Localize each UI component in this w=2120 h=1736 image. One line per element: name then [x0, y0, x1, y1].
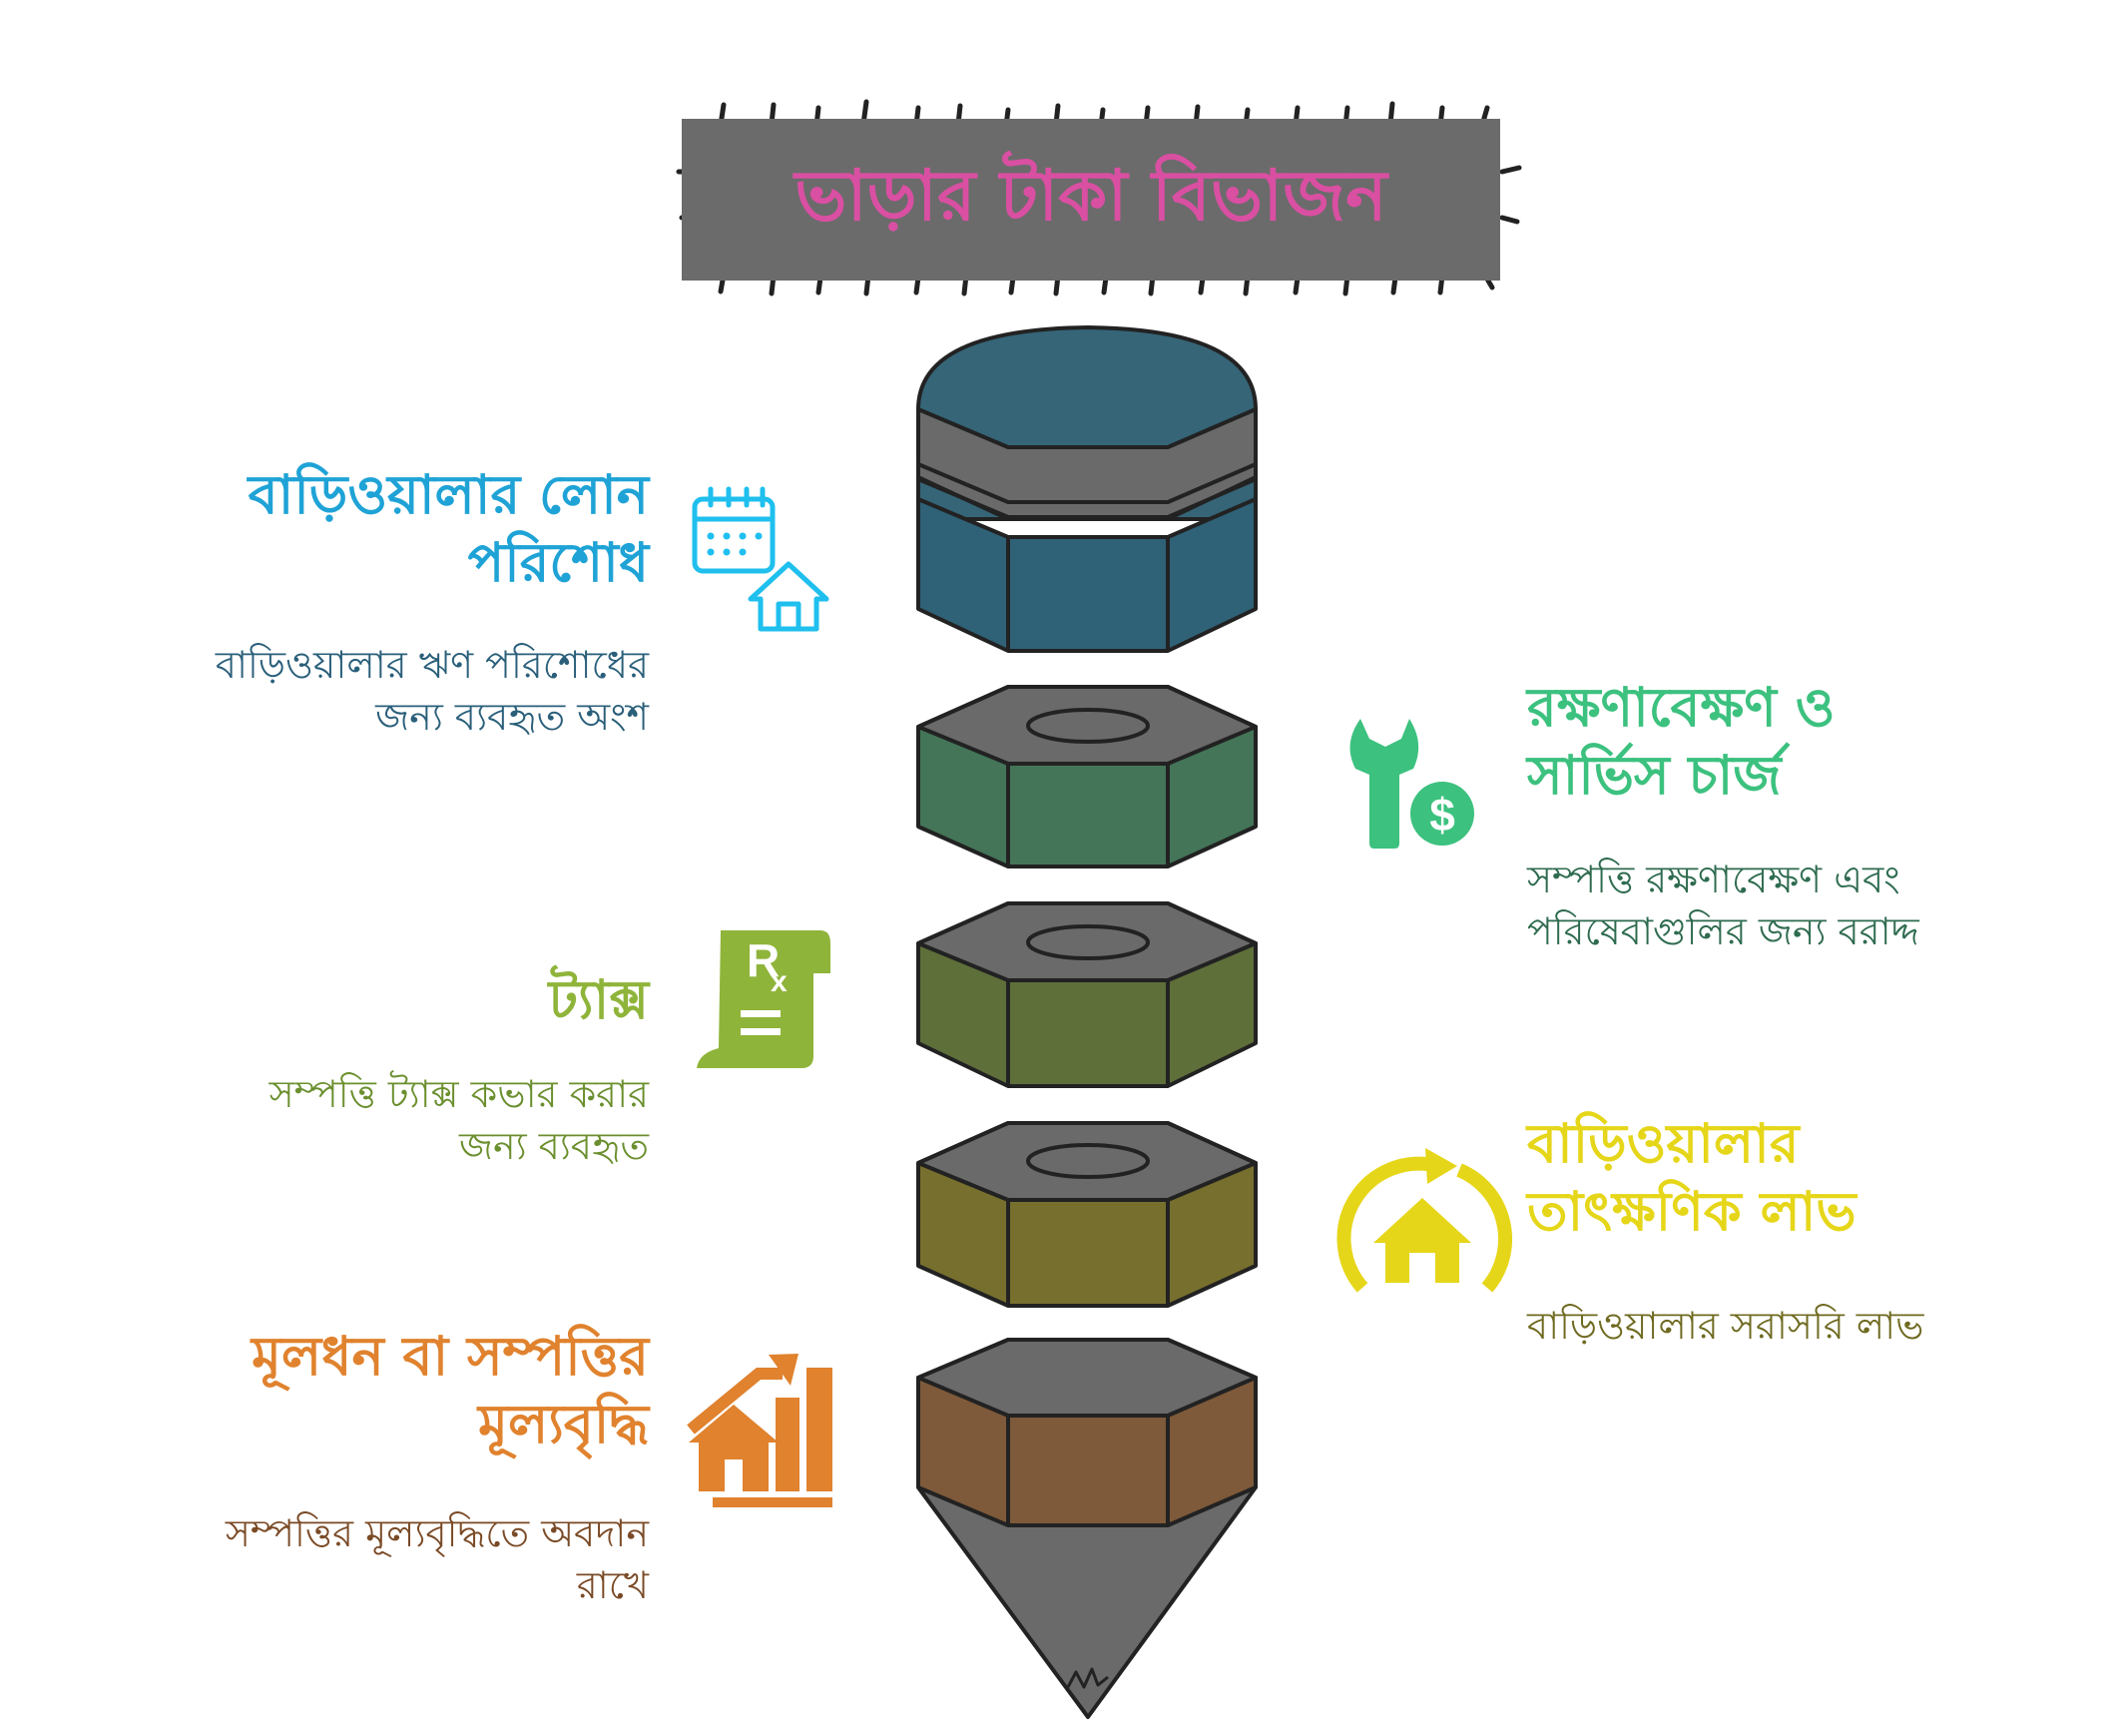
title-box: ভাড়ার টাকা বিভাজন — [682, 119, 1500, 281]
nut-block-tax — [916, 901, 1258, 1088]
profit-heading-line2: তাৎক্ষণিক লাভ — [1527, 1180, 1856, 1243]
nut-block-profit — [916, 1121, 1258, 1308]
loan-description: বাড়িওয়ালার ঋণ পরিশোধের জন্য ব্যবহৃত অং… — [40, 639, 649, 743]
appreciation-description-line2: রাখে — [576, 1563, 649, 1607]
maintenance-heading-line1: রক্ষণাবেক্ষণ ও — [1527, 676, 1836, 739]
wrench-dollar-icon: $ — [1349, 719, 1480, 852]
tax-description: সম্পত্তি ট্যাক্স কভার করার জন্য ব্যবহৃত — [40, 1068, 649, 1172]
profit-heading-line1: বাড়িওয়ালার — [1527, 1112, 1800, 1175]
profit-heading: বাড়িওয়ালার তাৎক্ষণিক লাভ — [1527, 1110, 2086, 1246]
svg-text:x: x — [771, 965, 788, 998]
maintenance-description-line2: পরিষেবাগুলির জন্য বরাদ্দ — [1527, 909, 1919, 953]
loan-heading-line1: বাড়িওয়ালার লোন — [248, 463, 649, 526]
appreciation-description-line1: সম্পত্তির মূল্যবৃদ্ধিতে অবদান — [225, 1511, 649, 1555]
profit-description: বাড়িওয়ালার সরাসরি লাভ — [1527, 1300, 2086, 1352]
maintenance-description-line1: সম্পত্তি রক্ষণাবেক্ষণ এবং — [1527, 858, 1900, 901]
tip-block-appreciation — [916, 1338, 1258, 1719]
house-cycle-icon — [1336, 1148, 1512, 1293]
svg-text:$: $ — [1429, 789, 1455, 841]
prescription-icon: R x — [697, 930, 830, 1068]
maintenance-heading-line2: সার্ভিস চার্জ — [1527, 744, 1782, 807]
maintenance-heading: রক্ষণাবেক্ষণ ও সার্ভিস চার্জ — [1527, 674, 2086, 810]
tax-description-line1: সম্পত্তি ট্যাক্স কভার করার — [268, 1072, 649, 1116]
calendar-house-icon — [692, 486, 829, 632]
appreciation-description: সম্পত্তির মূল্যবৃদ্ধিতে অবদান রাখে — [40, 1507, 649, 1611]
tax-heading-line1: ট্যাক্স — [548, 968, 649, 1031]
appreciation-heading-line1: মূলধন বা সম্পত্তির — [251, 1325, 649, 1388]
house-growth-chart-icon — [687, 1354, 832, 1507]
cap-block-loan — [916, 325, 1258, 653]
profit-description-line1: বাড়িওয়ালার সরাসরি লাভ — [1527, 1304, 1924, 1348]
loan-description-line2: জন্য ব্যবহৃত অংশ — [375, 695, 649, 739]
loan-heading-line2: পরিশোধ — [467, 531, 649, 594]
appreciation-heading: মূলধন বা সম্পত্তির মূল্যবৃদ্ধি — [40, 1323, 649, 1458]
svg-text:R: R — [747, 934, 780, 986]
loan-heading: বাড়িওয়ালার লোন পরিশোধ — [40, 461, 649, 597]
appreciation-heading-line2: মূল্যবৃদ্ধি — [478, 1393, 649, 1455]
nut-block-maintenance — [916, 685, 1258, 868]
loan-description-line1: বাড়িওয়ালার ঋণ পরিশোধের — [215, 643, 649, 687]
tax-heading: ট্যাক্স — [40, 966, 649, 1034]
maintenance-description: সম্পত্তি রক্ষণাবেক্ষণ এবং পরিষেবাগুলির জ… — [1527, 854, 2086, 957]
tax-description-line2: জন্য ব্যবহৃত — [458, 1124, 649, 1168]
page-title: ভাড়ার টাকা বিভাজন — [795, 154, 1387, 237]
